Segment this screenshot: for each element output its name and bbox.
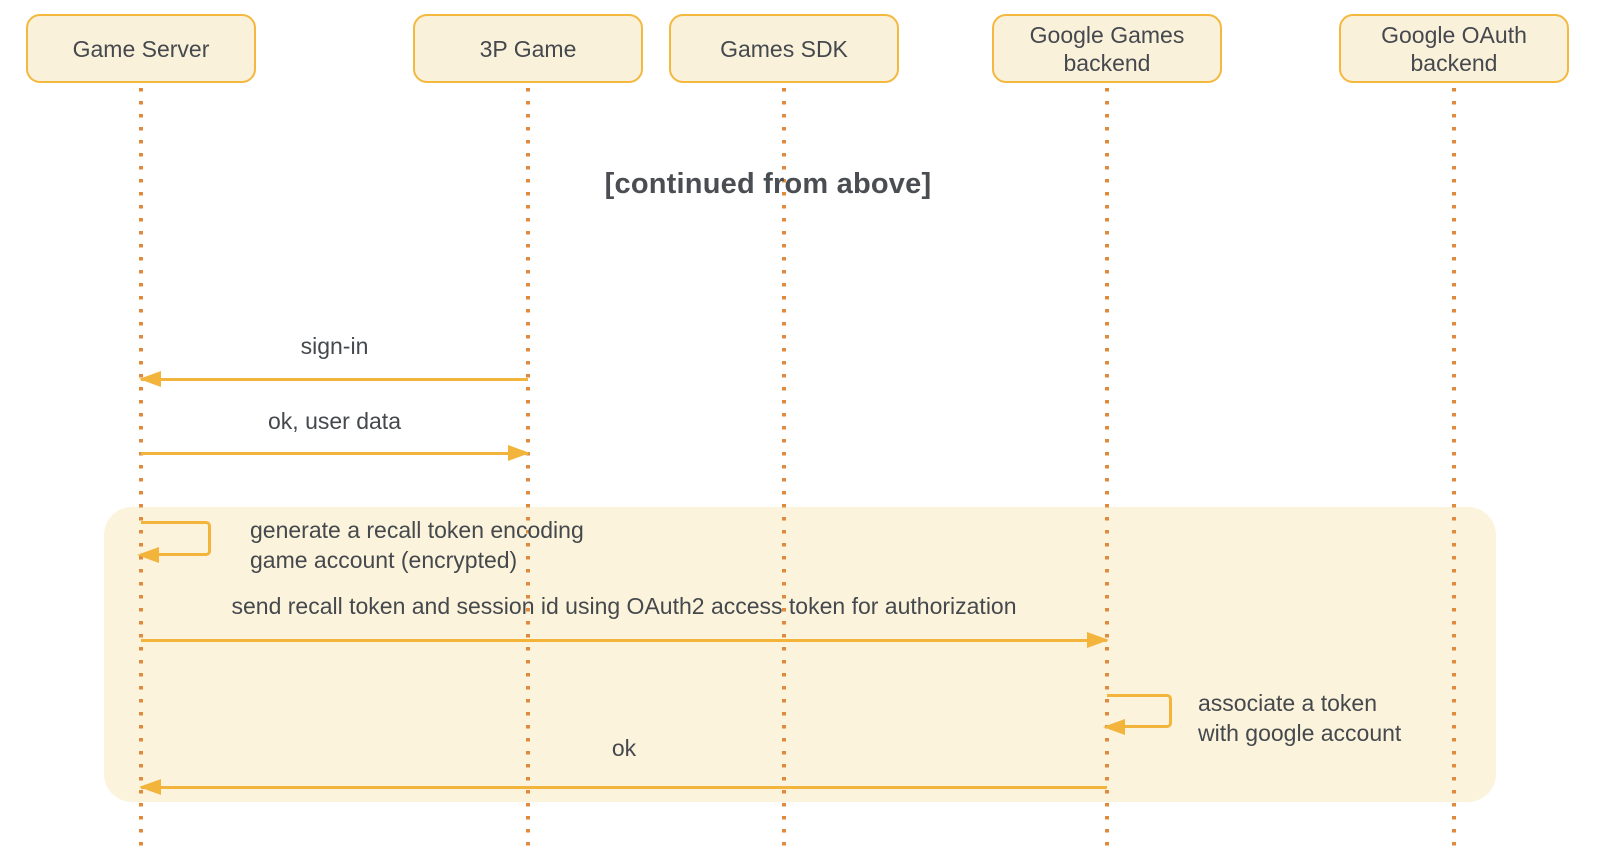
actor-google-oauth-backend: Google OAuth backend	[1339, 14, 1569, 83]
actor-game-server: Game Server	[26, 14, 256, 83]
actor-label: Google Games backend	[1029, 21, 1185, 76]
arrowhead-left-icon	[139, 778, 161, 795]
message-label-ok-user-data: ok, user data	[268, 408, 401, 434]
actor-3p-game: 3P Game	[413, 14, 643, 83]
arrowhead-left-icon	[1103, 719, 1125, 735]
actor-label: Game Server	[72, 35, 210, 62]
message-arrow-sign-in	[139, 370, 528, 387]
lifeline-google-oauth-backend	[1452, 88, 1456, 854]
self-message-line: game account (encrypted)	[250, 547, 518, 573]
message-label-ok: ok	[611, 735, 637, 761]
message-label-sign-in: sign-in	[300, 333, 369, 359]
arrowhead-right-icon	[1087, 631, 1109, 648]
continued-note: [continued from above]	[604, 168, 932, 200]
actor-label: Google OAuth backend	[1381, 21, 1527, 76]
self-message-loop-associate-token	[1103, 694, 1172, 735]
lifeline-google-games-backend	[1105, 88, 1109, 854]
lifeline-game-server	[139, 88, 143, 854]
arrowhead-left-icon	[137, 547, 159, 563]
actor-google-games-backend: Google Games backend	[992, 14, 1222, 83]
self-message-line: generate a recall token encoding	[250, 517, 584, 543]
highlight-region	[104, 507, 1496, 802]
message-label-send-recall-token: send recall token and session id using O…	[231, 593, 1017, 619]
self-message-loop-generate-token	[137, 521, 211, 563]
arrowhead-right-icon	[508, 444, 530, 461]
message-arrow-ok	[139, 778, 1107, 795]
lifeline-3p-game	[526, 88, 530, 854]
self-message-label-associate-token: associate a token with google account	[1198, 688, 1401, 748]
actor-label: 3P Game	[479, 35, 577, 62]
message-arrow-ok-user-data	[141, 444, 530, 461]
actor-games-sdk: Games SDK	[669, 14, 899, 83]
arrowhead-left-icon	[139, 370, 161, 387]
lifeline-games-sdk	[782, 88, 786, 854]
self-message-line: with google account	[1198, 720, 1402, 746]
actor-label: Games SDK	[720, 35, 848, 62]
self-message-line: associate a token	[1198, 690, 1378, 716]
self-message-label-generate-token: generate a recall token encoding game ac…	[250, 515, 584, 575]
message-arrow-send-recall-token	[141, 631, 1109, 648]
